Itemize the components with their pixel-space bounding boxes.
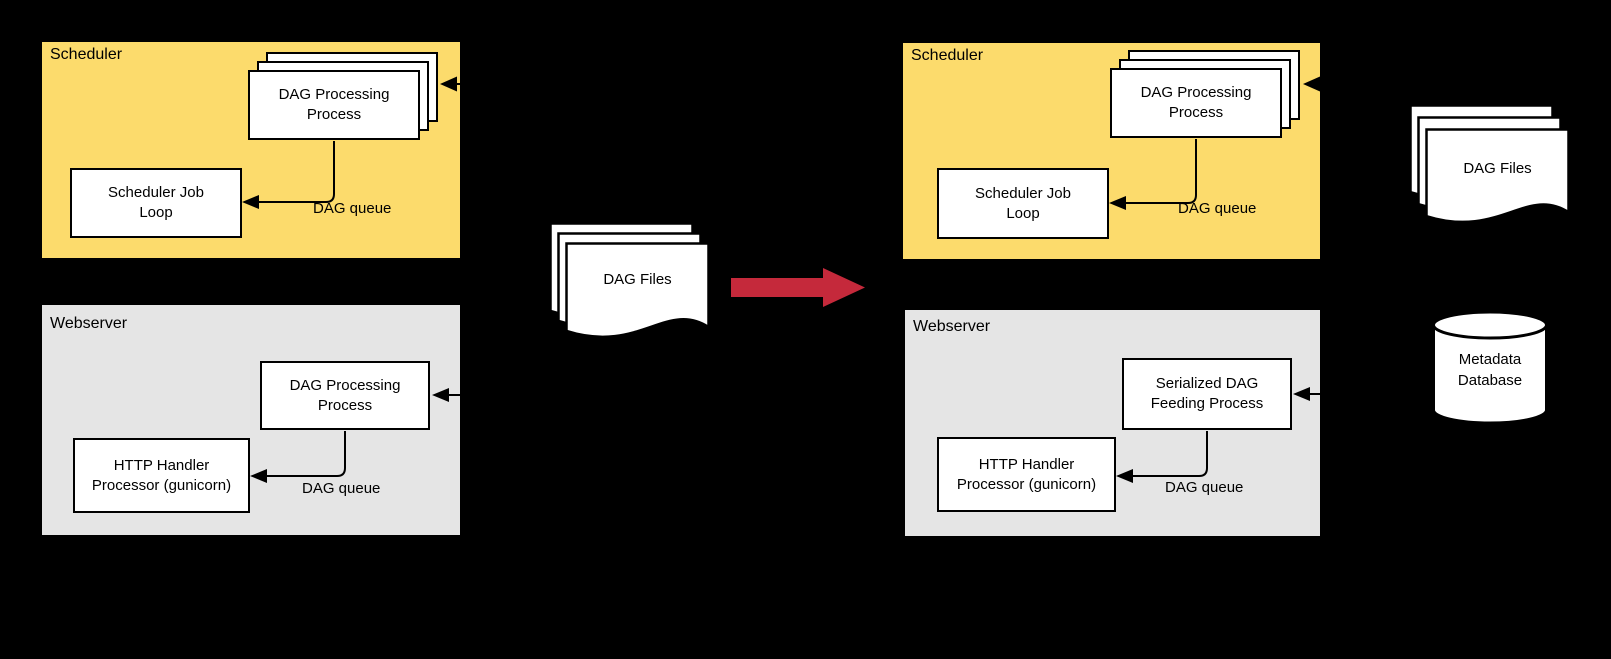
dag-files-label-middle: DAG Files — [603, 271, 672, 288]
scheduler-job-loop-node-before: Scheduler Job Loop — [70, 168, 242, 238]
http-handler-node-before: HTTP Handler Processor (gunicorn) — [73, 438, 250, 513]
node-label: Processor (gunicorn) — [956, 475, 1097, 493]
dag-queue-label-before-webserver: DAG queue — [302, 480, 381, 497]
node-label: Loop — [139, 204, 173, 221]
webserver-group-label: Webserver — [50, 315, 128, 332]
metadata-database-label: Metadata Database — [1432, 349, 1548, 391]
node-label: Process — [1168, 104, 1224, 121]
scheduler-group-label: Scheduler — [50, 46, 123, 63]
database-icon — [1432, 310, 1548, 425]
node-label: DAG Processing — [278, 86, 390, 103]
dag-queue-label-before-scheduler: DAG queue — [313, 200, 392, 217]
node-label: Process — [306, 106, 362, 123]
node-label: DAG Processing — [289, 376, 401, 394]
node-label: Scheduler Job — [975, 184, 1071, 202]
dag-processing-node-after-scheduler: DAG Processing Process — [1110, 68, 1282, 138]
http-handler-node-after: HTTP Handler Processor (gunicorn) — [937, 437, 1116, 512]
metadata-database-line1: Metadata — [1458, 351, 1522, 368]
node-label: Loop — [1006, 204, 1040, 222]
node-label: Serialized DAG — [1155, 375, 1259, 392]
dag-files-icon-front — [565, 242, 710, 338]
node-label: HTTP Handler — [113, 456, 210, 474]
node-label: Process — [317, 396, 373, 414]
node-label: DAG Processing — [1140, 84, 1252, 101]
dag-files-label-right: DAG Files — [1463, 160, 1532, 177]
node-label: Processor (gunicorn) — [91, 476, 232, 494]
dag-processing-node-before-scheduler: DAG Processing Process — [248, 70, 420, 140]
webserver-group-label: Webserver — [913, 318, 991, 335]
serialized-dag-feeding-node: Serialized DAG Feeding Process — [1122, 358, 1292, 430]
node-label: HTTP Handler — [978, 455, 1075, 473]
dag-files-icon-front — [1425, 128, 1570, 224]
metadata-database-line2: Database — [1457, 372, 1523, 389]
dag-queue-label-after-scheduler: DAG queue — [1178, 200, 1257, 217]
scheduler-job-loop-node-after: Scheduler Job Loop — [937, 168, 1109, 239]
scheduler-group-label: Scheduler — [911, 47, 984, 64]
transition-arrow-icon — [731, 268, 865, 307]
dag-processing-node-before-webserver: DAG Processing Process — [260, 361, 430, 430]
dag-queue-label-after-webserver: DAG queue — [1165, 479, 1244, 496]
node-label: Scheduler Job — [108, 184, 204, 201]
node-label: Feeding Process — [1150, 395, 1264, 412]
